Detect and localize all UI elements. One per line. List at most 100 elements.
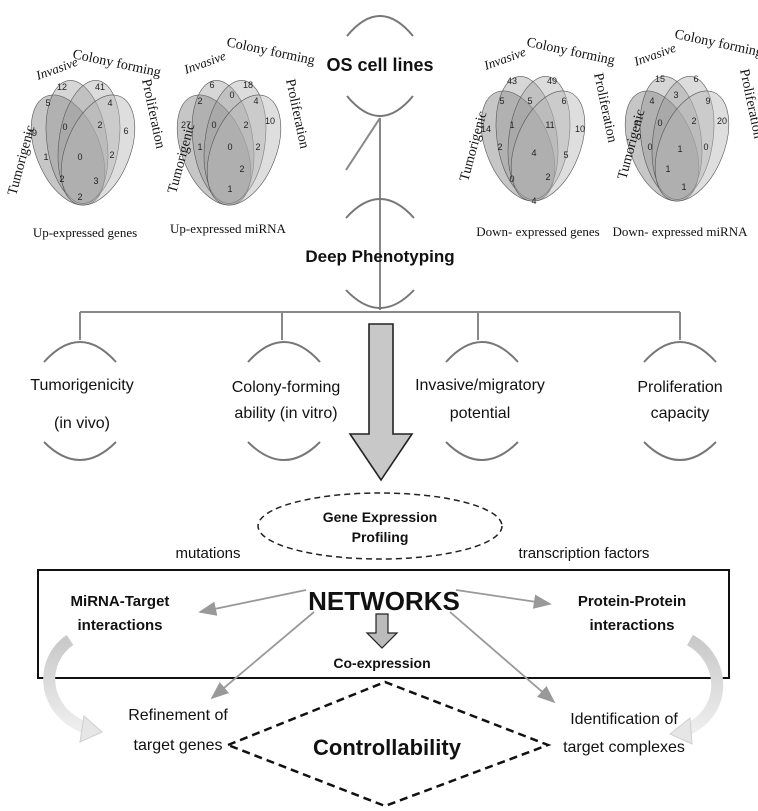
venn-number: 1 (509, 120, 514, 130)
controllability-node: Controllability (224, 680, 552, 808)
venn-number: 2 (59, 174, 64, 184)
transcription-factors-label: transcription factors (519, 545, 650, 562)
venn-number: 4 (253, 96, 258, 106)
venn-number: 1 (227, 184, 232, 194)
venn-number: 6 (209, 80, 214, 90)
gene-expression-line2: Profiling (352, 529, 409, 545)
venn-number: 10 (575, 124, 585, 134)
os-cell-lines-node: OS cell lines (326, 15, 434, 117)
venn-number: 2 (545, 172, 550, 182)
venn-number: 6 (123, 126, 128, 136)
phenotype-line1: Colony-forming (232, 379, 340, 396)
venn-caption: Up-expressed miRNA (170, 221, 287, 236)
os-cell-lines-label: OS cell lines (326, 55, 433, 75)
venn-up-genes: Tumorigenic Invasive Colony forming Prol… (5, 47, 167, 240)
venn-number: 0 (211, 120, 216, 130)
venn-set-colony-forming: Colony forming (71, 47, 162, 80)
venn-number: 6 (693, 74, 698, 84)
venn-up-mirna: Tumorigenic Invasive Colony forming Prol… (162, 35, 316, 236)
identification-line1: Identification of (570, 711, 678, 728)
phenotype-proliferation: Proliferation capacity (637, 341, 723, 461)
deep-phenotyping-label: Deep Phenotyping (305, 247, 454, 266)
venn-number: 1 (677, 144, 682, 154)
venn-number: 5 (499, 96, 504, 106)
venn-number: 4 (649, 96, 654, 106)
venn-number: 0 (229, 90, 234, 100)
venn-number: 2 (197, 96, 202, 106)
venn-number: 5 (527, 96, 532, 106)
controllability-label: Controllability (313, 735, 462, 760)
venn-number: 0 (657, 118, 662, 128)
venn-number: 27 (181, 120, 191, 130)
venn-number: 2 (77, 192, 82, 202)
venn-number: 2 (239, 164, 244, 174)
venn-number: 5 (45, 98, 50, 108)
venn-set-invasive: Invasive (181, 48, 228, 77)
mirna-target-line2: interactions (77, 617, 162, 634)
venn-set-colony-forming: Colony forming (673, 27, 758, 60)
venn-number: 11 (545, 120, 554, 130)
venn-number: 43 (507, 76, 517, 86)
venn-caption: Down- expressed miRNA (612, 224, 748, 239)
venn-number: 0 (77, 152, 82, 162)
protein-protein-line1: Protein-Protein (578, 593, 686, 610)
networks-label: NETWORKS (308, 586, 460, 616)
venn-number: 15 (655, 74, 665, 84)
coexpression-arrow (365, 613, 399, 649)
venn-number: 4 (531, 148, 536, 158)
phenotype-colony-forming: Colony-forming ability (in vitro) (232, 341, 340, 461)
venn-set-invasive: Invasive (481, 44, 528, 73)
phenotype-line2: potential (450, 405, 511, 422)
venn-caption: Down- expressed genes (476, 224, 599, 239)
venn-number: 14 (481, 124, 491, 134)
venn-set-colony-forming: Colony forming (225, 35, 316, 68)
venn-number: 1 (665, 164, 670, 174)
right-curved-arrow (669, 634, 724, 745)
protein-protein-line2: interactions (589, 617, 674, 634)
venn-number: 3 (673, 90, 678, 100)
gene-expression-line1: Gene Expression (323, 509, 437, 525)
phenotype-invasive: Invasive/migratory potential (415, 341, 545, 461)
venn-set-proliferation: Proliferation (138, 78, 167, 150)
phenotype-line2: ability (in vitro) (234, 405, 337, 422)
venn-number: 2 (97, 120, 102, 130)
phenotype-line1: Invasive/migratory (415, 377, 545, 394)
venn-number: 2 (243, 120, 248, 130)
venn-number: 12 (57, 82, 67, 92)
venn-down-mirna: Tumorigenic Invasive Colony forming Prol… (610, 27, 758, 239)
venn-number: 20 (717, 116, 727, 126)
phenotype-tumorigenicity: Tumorigenicity (in vivo) (30, 341, 134, 461)
venn-number: 49 (547, 76, 557, 86)
venn-number: 4 (531, 196, 536, 206)
venn-number: 0 (647, 142, 652, 152)
venn-number: 2 (109, 150, 114, 160)
deep-phenotyping-node: Deep Phenotyping (305, 198, 455, 309)
venn-number: 3 (93, 176, 98, 186)
phenotype-line1: Proliferation (637, 379, 722, 396)
venn-number: 0 (62, 122, 67, 132)
venn-down-genes: Tumorigenic Invasive Colony forming Prol… (457, 35, 619, 239)
phenotype-line2: capacity (651, 405, 710, 422)
networks-box (37, 569, 730, 679)
identification-line2: target complexes (563, 739, 685, 756)
venn-number: 0 (703, 142, 708, 152)
connector-lines (345, 117, 381, 310)
left-curved-arrow (43, 635, 103, 743)
phenotype-line1: Tumorigenicity (30, 377, 133, 394)
mutations-label: mutations (175, 545, 240, 562)
venn-number: 7 (633, 120, 638, 130)
venn-number: 2 (255, 142, 260, 152)
venn-number: 2 (691, 116, 696, 126)
mirna-target-line1: MiRNA-Target (71, 593, 170, 610)
venn-number: 0 (227, 142, 232, 152)
venn-set-proliferation: Proliferation (736, 68, 758, 140)
venn-set-proliferation: Proliferation (282, 78, 311, 150)
venn-number: 41 (95, 82, 105, 92)
venn-number: 9 (705, 96, 710, 106)
venn-number: 1 (681, 182, 686, 192)
venn-number: 0 (509, 174, 514, 184)
venn-number: 5 (563, 150, 568, 160)
coexpression-label: Co-expression (333, 655, 430, 671)
